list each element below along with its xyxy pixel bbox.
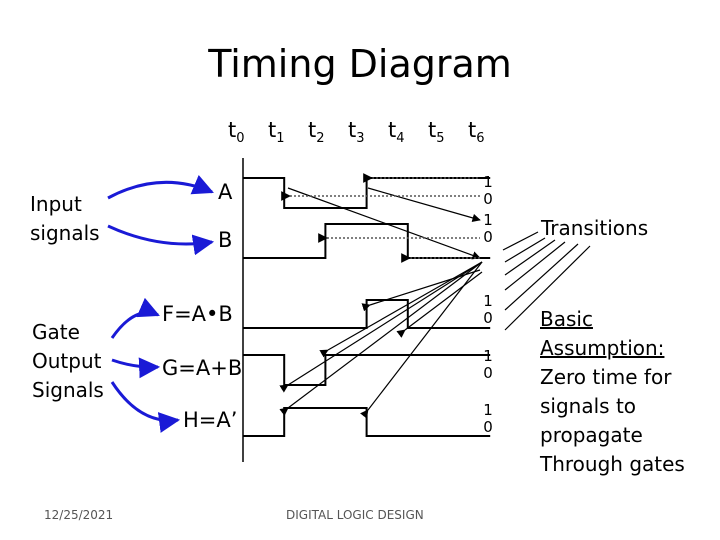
input-signals-label: Input signals [30,192,100,245]
time-label-t4: t4 [388,118,405,147]
signal-name-b: B [218,228,233,252]
waveform-h [243,407,491,437]
transitions-pointer-1 [502,231,539,251]
transitions-pointer-3 [504,239,556,276]
footer-date: 12/25/2021 [44,508,114,522]
transitions-pointer-6 [504,245,591,331]
gate-arrow-g [111,357,161,379]
gate-arrow-f [110,297,160,339]
transitions-pointer-4 [504,241,566,291]
assumption-text: Basic Assumption: Zero time for signals … [540,307,685,476]
transition-arrow-g-t1 [279,261,483,393]
time-label-t2: t2 [308,118,325,147]
slide-title: Timing Diagram [208,42,512,86]
time-label-t3: t3 [348,118,365,147]
transition-arrow-f-t4 [396,271,483,338]
transition-arrow-h-t1 [279,261,483,416]
time-label-t5: t5 [428,118,445,147]
gate-arrow-h [110,381,181,433]
input-arrow-a [107,174,214,200]
time-label-t1: t1 [268,118,285,147]
signal-name-h: H=A’ [183,408,238,432]
transition-arrow-a-t1 [287,187,481,260]
transition-arrow-h-t3 [360,261,483,419]
time-labels: t0 t1 t2 t3 t4 t5 t6 [228,118,508,146]
transitions-label: Transitions [541,216,649,240]
signal-name-f: F=A•B [162,302,233,326]
gate-output-signals-label: Gate Output Signals [32,320,104,402]
transition-arrow-g-t2 [319,261,483,358]
transition-arrow-f-t3 [361,269,481,312]
signal-name-g: G=A+B [162,356,243,380]
time-label-t6: t6 [468,118,485,147]
waveform-g [243,354,491,386]
footer-course: DIGITAL LOGIC DESIGN [286,508,424,522]
transition-arrow-a-t3 [367,187,481,222]
signal-name-a: A [218,180,233,204]
transitions-pointer-2 [504,237,546,263]
transitions-pointer-5 [504,243,579,311]
input-arrow-b [107,224,215,256]
time-label-t0: t0 [228,118,245,147]
waveform-a [243,177,491,209]
waveform-b [243,223,491,259]
waveform-f [243,299,491,329]
